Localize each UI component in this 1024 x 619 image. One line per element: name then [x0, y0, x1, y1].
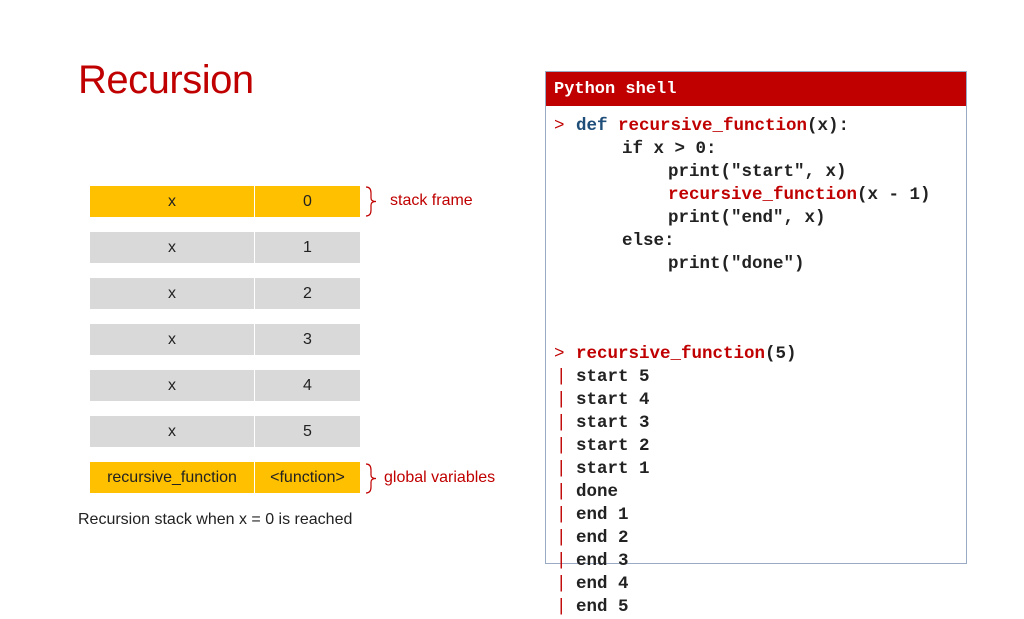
function-name: recursive_function — [668, 185, 858, 205]
call-args: (5) — [765, 344, 797, 364]
frame-variable-value: 3 — [255, 324, 360, 355]
output-bar: | — [556, 459, 567, 479]
output-bar: | — [556, 551, 567, 571]
code-text: print("start", x) — [668, 162, 847, 182]
output-text: start 2 — [576, 436, 650, 456]
global-variable-name: recursive_function — [90, 462, 254, 493]
stack-frame-brace — [365, 186, 377, 217]
code-text: else: — [622, 231, 675, 251]
shell-output: > recursive_function(5) | start 5 | start 4 | s… — [546, 344, 966, 617]
global-variables-brace — [365, 463, 377, 494]
shell-header: Python shell — [546, 72, 966, 106]
global-variables-label: global variables — [384, 469, 496, 486]
frame-variable-name: x — [90, 324, 254, 355]
output-bar: | — [556, 528, 567, 548]
output-text: start 4 — [576, 390, 650, 410]
frame-variable-value: 4 — [255, 370, 360, 401]
output-text: start 1 — [576, 459, 650, 479]
prompt-symbol: > — [554, 344, 565, 364]
frame-variable-value: 1 — [255, 232, 360, 263]
frame-variable-name: x — [90, 370, 254, 401]
prompt-symbol: > — [554, 116, 565, 136]
function-name: recursive_function — [576, 344, 766, 364]
output-bar: | — [556, 574, 567, 594]
global-frame-row: recursive_function<function> — [90, 462, 360, 493]
frame-variable-name: x — [90, 232, 254, 263]
shell-definition: >def recursive_function(x):if x > 0:prin… — [546, 106, 966, 349]
output-text: done — [576, 482, 619, 502]
frame-variable-value: 0 — [255, 186, 360, 217]
output-bar: | — [556, 390, 567, 410]
frame-variable-name: x — [90, 416, 254, 447]
output-text: end 4 — [576, 574, 629, 594]
output-text: start 5 — [576, 367, 650, 387]
code-text: print("end", x) — [668, 208, 826, 228]
output-bar: | — [556, 505, 567, 525]
code-text: if x > 0: — [622, 139, 717, 159]
output-text: end 1 — [576, 505, 629, 525]
output-bar: | — [556, 413, 567, 433]
frame-variable-value: 2 — [255, 278, 360, 309]
keyword: def — [576, 116, 619, 136]
python-shell: Python shell >def recursive_function(x):… — [545, 71, 967, 617]
output-text: start 3 — [576, 413, 650, 433]
code-text: print("done") — [668, 254, 805, 274]
code-text: (x - 1) — [857, 185, 931, 205]
stack-frame-label: stack frame — [390, 192, 473, 209]
global-variable-value: <function> — [255, 462, 360, 493]
output-bar: | — [556, 597, 567, 617]
page-title: Recursion — [78, 58, 254, 102]
output-bar: | — [556, 482, 567, 502]
output-bar: | — [556, 367, 567, 387]
frame-variable-value: 5 — [255, 416, 360, 447]
output-text: end 3 — [576, 551, 629, 571]
code-text: (x): — [807, 116, 850, 136]
output-bar: | — [556, 436, 567, 456]
output-text: end 5 — [576, 597, 629, 617]
function-name: recursive_function — [618, 116, 808, 136]
caption: Recursion stack when x = 0 is reached — [78, 511, 353, 528]
frame-variable-name: x — [90, 186, 254, 217]
frame-variable-name: x — [90, 278, 254, 309]
output-text: end 2 — [576, 528, 629, 548]
